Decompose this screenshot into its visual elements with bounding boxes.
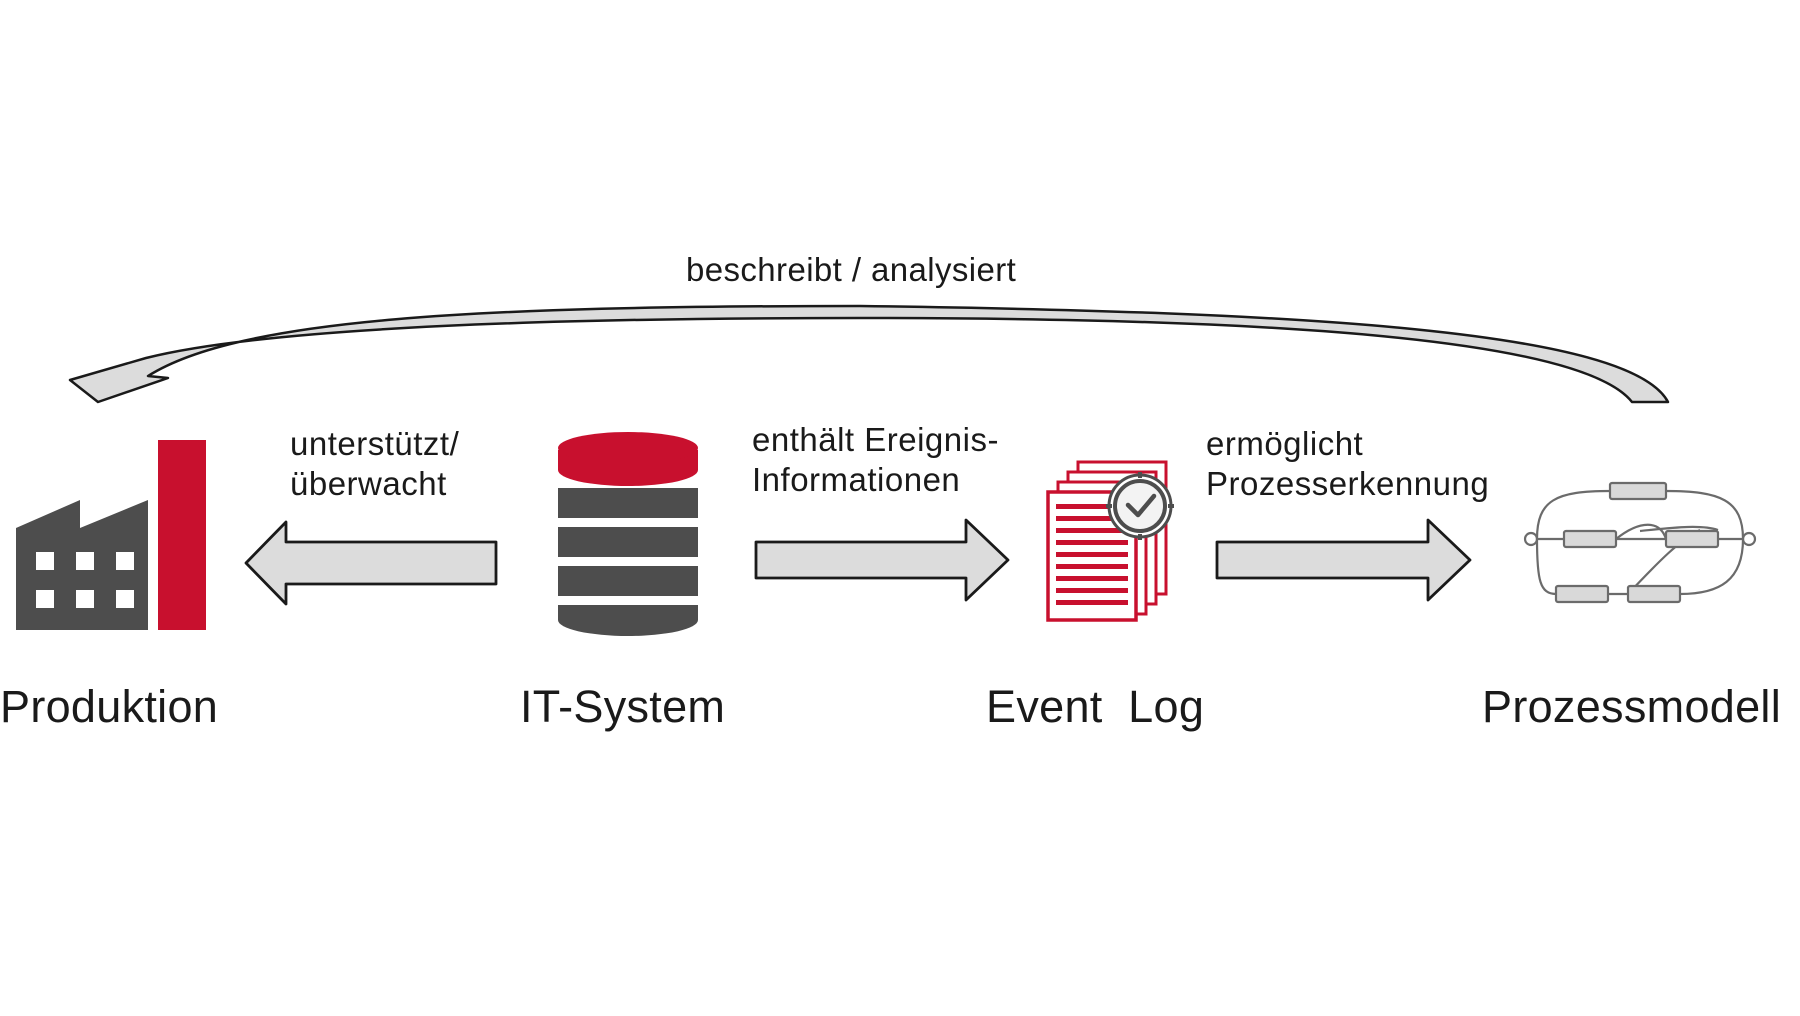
- clock-icon: [1106, 472, 1174, 540]
- edge-label-beschreibt-analysiert: beschreibt / analysiert: [686, 251, 1017, 288]
- node-label-produktion: Produktion: [0, 681, 219, 732]
- factory-windows: [36, 552, 134, 608]
- edge-label-line: unterstützt/: [290, 425, 460, 462]
- edge-label-unterstuetzt-ueberwacht: unterstützt/ überwacht: [290, 424, 459, 505]
- edge-label-line: ermöglicht: [1206, 425, 1364, 462]
- process-model-icon: [1523, 481, 1757, 604]
- arrow-eventlog-to-modell: [1215, 518, 1472, 602]
- edge-label-ermoeglicht-prozesserkennung: ermöglicht Prozesserkennung: [1206, 424, 1489, 505]
- edge-label-line: enthält Ereignis-: [752, 421, 999, 458]
- edge-label-line: Informationen: [752, 461, 961, 499]
- node-label-prozessmodell: Prozessmodell: [1482, 681, 1782, 732]
- node-label-event-log: Event Log: [986, 681, 1205, 732]
- edge-label-line: Prozesserkennung: [1206, 465, 1490, 503]
- top-curved-arrow: [68, 304, 1670, 404]
- event-log-documents-icon: [1046, 460, 1174, 622]
- factory-icon: [16, 440, 206, 630]
- edge-label-line: überwacht: [290, 465, 447, 503]
- event-log-lines: [1056, 504, 1128, 605]
- database-top: [558, 432, 698, 464]
- factory-chimney: [158, 440, 206, 630]
- curved-arrow-body: [68, 304, 1670, 404]
- node-label-it-system: IT-System: [520, 681, 726, 732]
- database-icon: [558, 432, 698, 636]
- process-end-node: [1741, 531, 1757, 547]
- arrow-it-to-produktion: [244, 520, 498, 606]
- process-start-node: [1523, 531, 1539, 547]
- edge-label-enthaelt-ereignis-informationen: enthält Ereignis- Informationen: [752, 420, 999, 501]
- arrow-it-to-eventlog: [754, 518, 1010, 602]
